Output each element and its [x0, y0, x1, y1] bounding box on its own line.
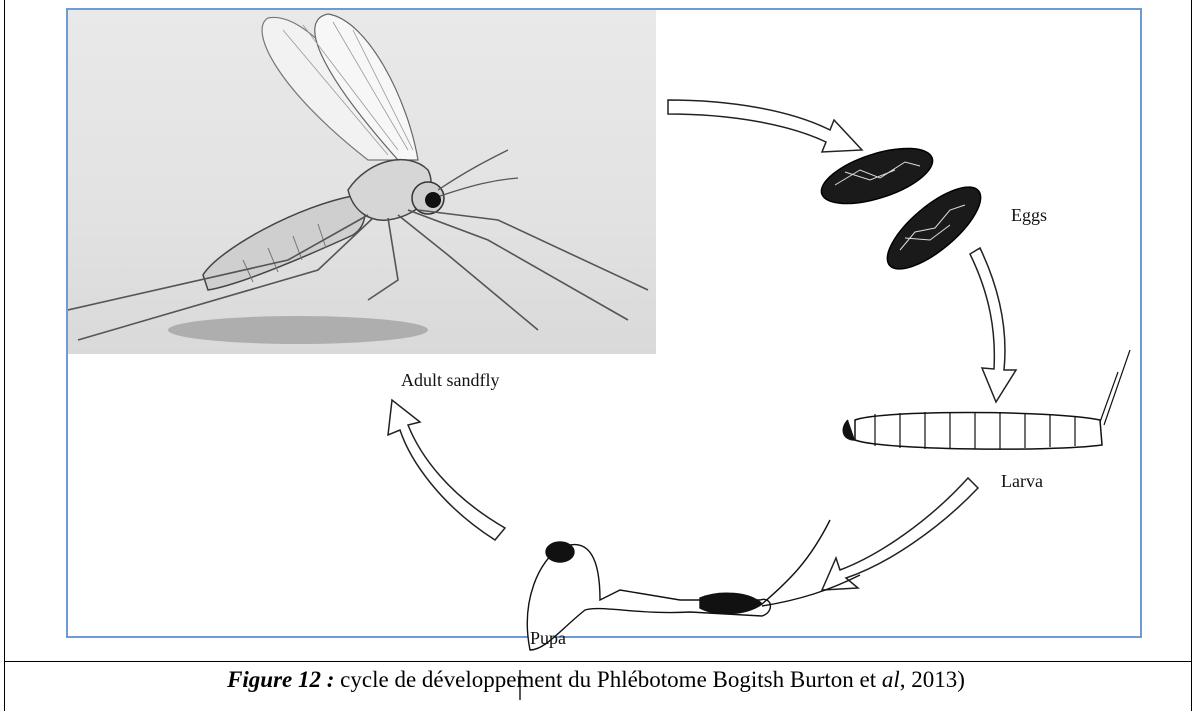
label-larva: Larva	[1001, 471, 1043, 492]
eggs-illustration	[815, 137, 993, 282]
caption-text: cycle de développement du Phlébotome Bog…	[334, 667, 881, 692]
caption-divider	[4, 661, 1192, 662]
figure-caption: Figure 12 : cycle de développement du Ph…	[0, 667, 1192, 693]
label-pupa: Pupa	[530, 628, 566, 649]
caption-text-end: , 2013)	[900, 667, 965, 692]
label-eggs: Eggs	[1011, 205, 1047, 226]
arrow-adult-to-eggs	[668, 100, 862, 152]
caption-italic: al	[882, 667, 900, 692]
label-adult-sandfly: Adult sandfly	[401, 370, 500, 391]
larva-illustration	[843, 350, 1130, 449]
arrow-eggs-to-larva	[970, 248, 1016, 402]
arrow-pupa-to-adult	[388, 400, 505, 540]
arrow-larva-to-pupa	[822, 478, 978, 590]
caption-label: Figure 12 :	[227, 667, 334, 692]
